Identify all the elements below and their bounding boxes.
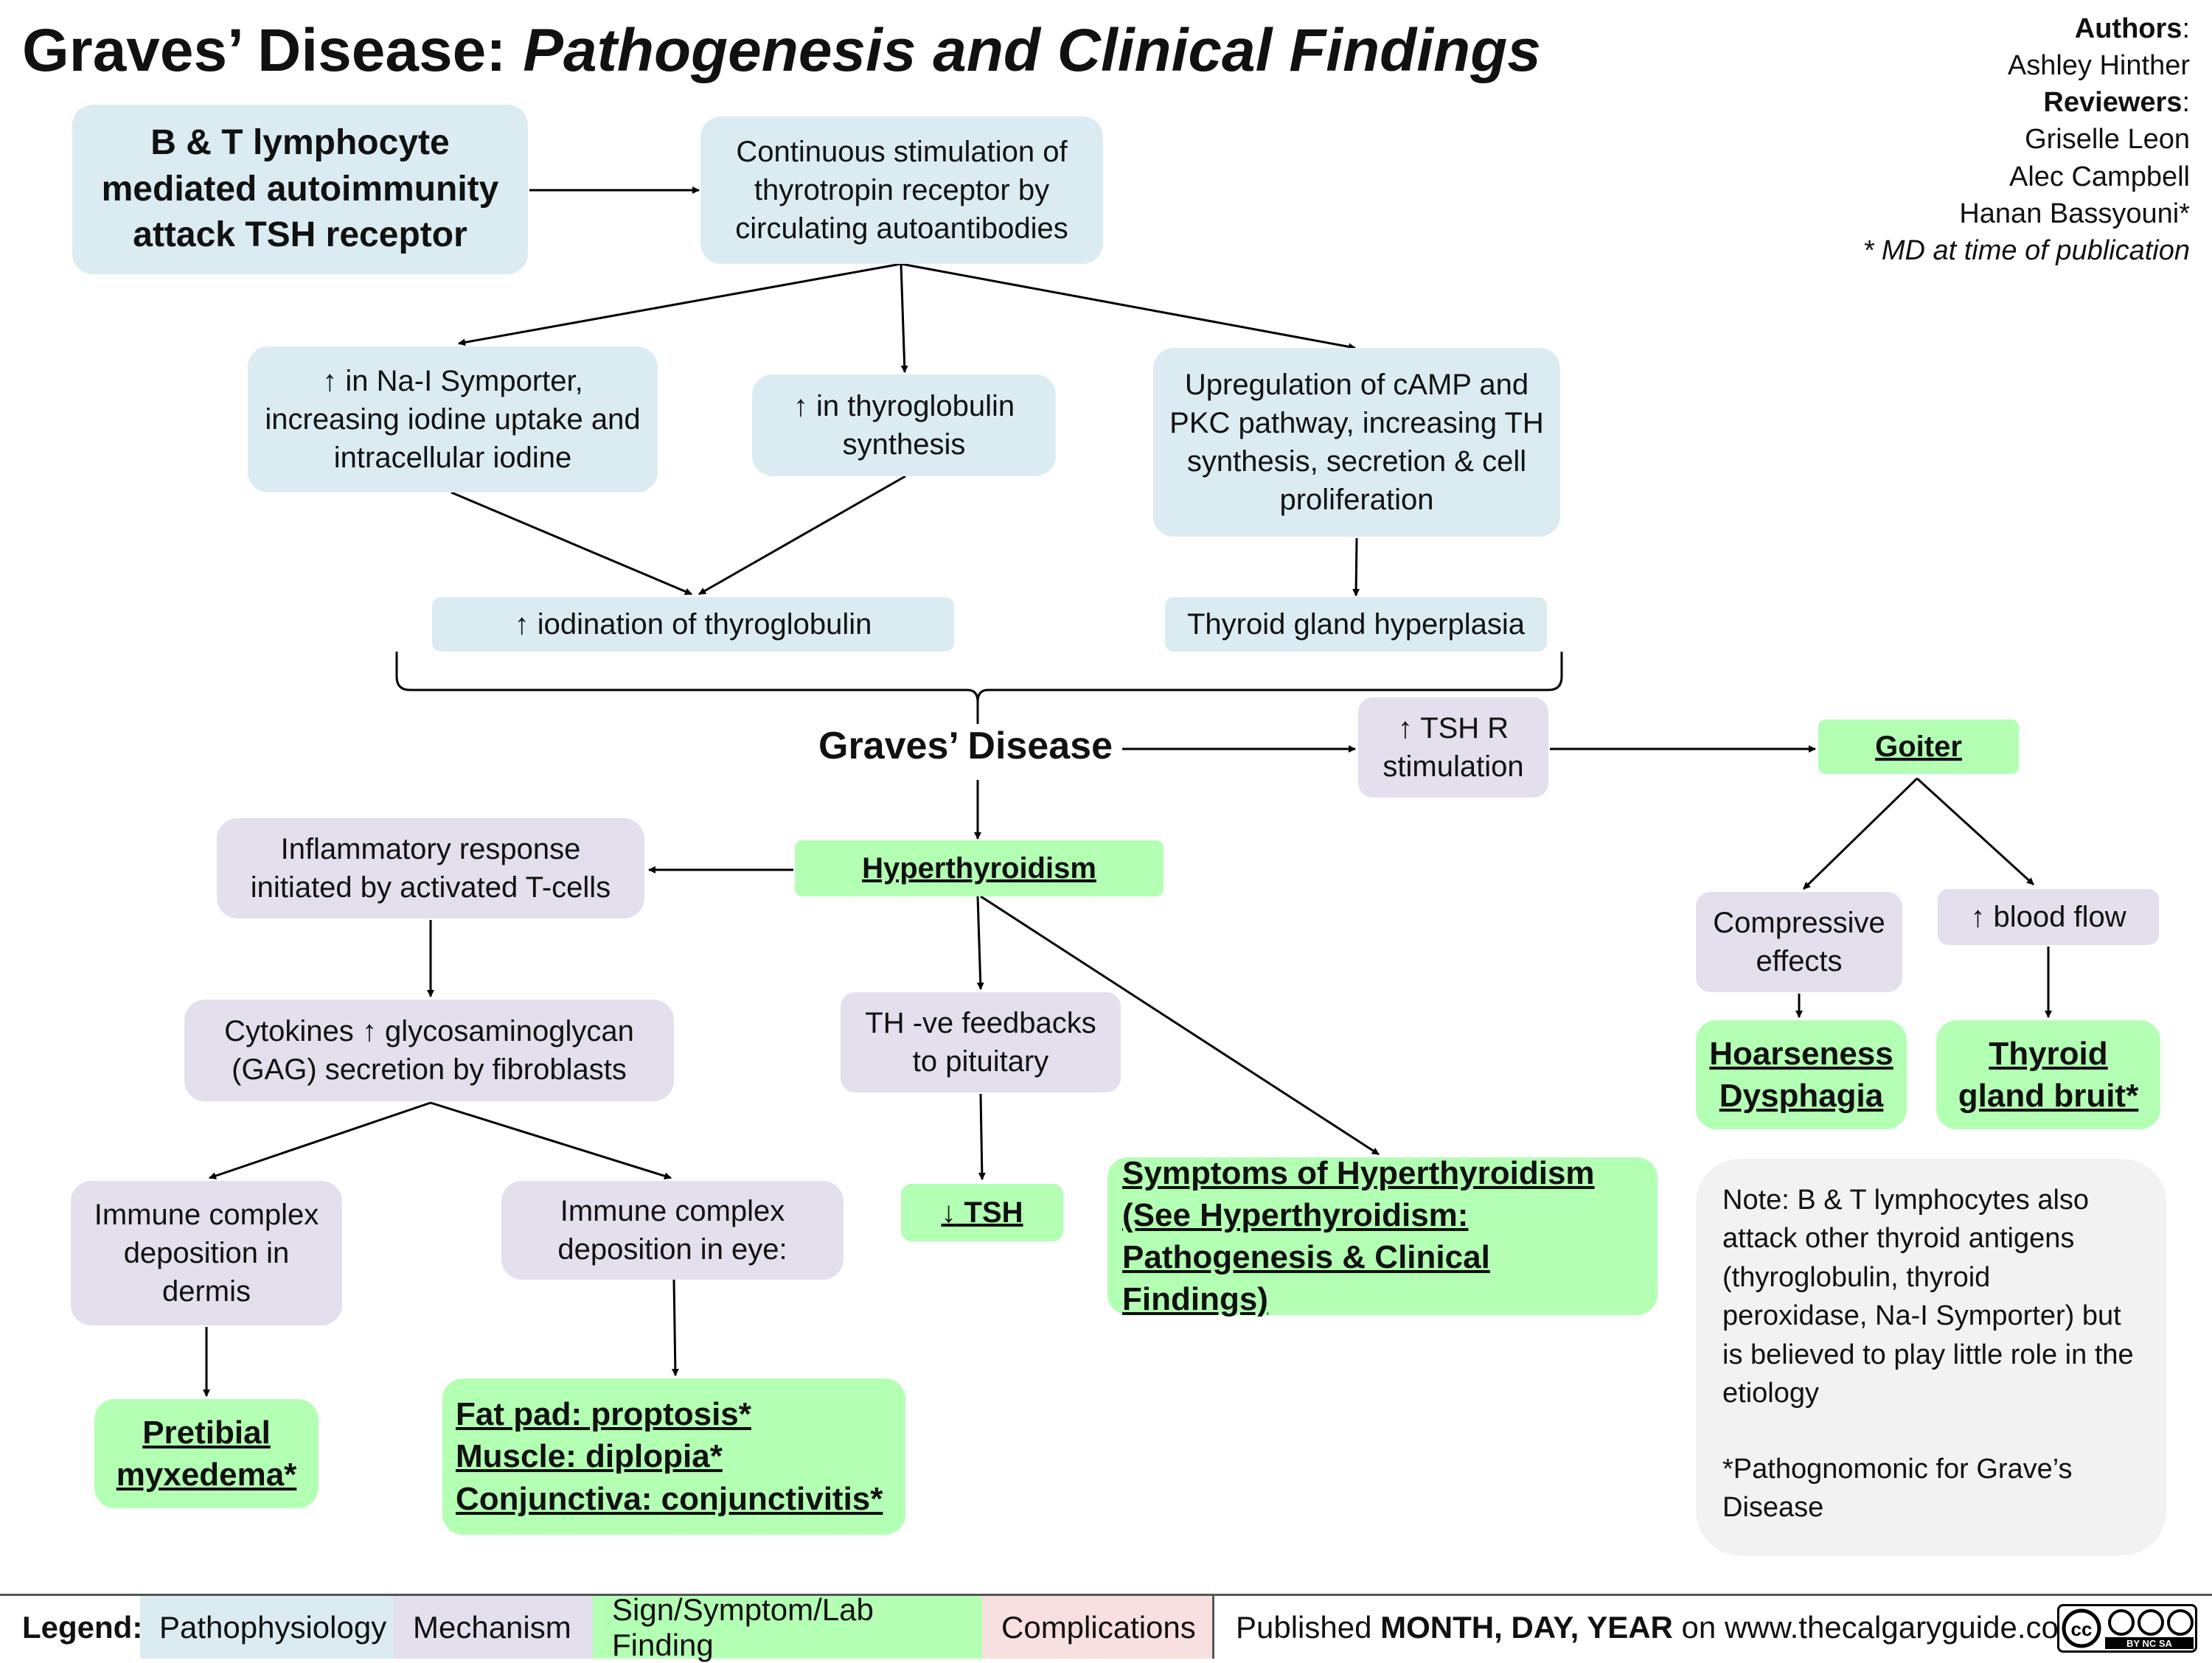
reviewer-name: Alec Campbell	[2009, 161, 2190, 192]
node-tsh-r-stimulation: ↑ TSH R stimulation	[1358, 697, 1548, 798]
legend-pathophysiology: Pathophysiology	[140, 1596, 394, 1659]
arrow-camp-to-hyperplasia	[1352, 537, 1360, 596]
node-blood-flow: ↑ blood flow	[1938, 889, 2159, 945]
brace-graves	[395, 652, 1563, 724]
authors-label: Authors	[2074, 13, 2183, 44]
reviewers-label: Reviewers	[2043, 87, 2183, 119]
published-date: MONTH, DAY, YEAR	[1380, 1609, 1673, 1645]
eye-finding-diplopia: Muscle: diplopia*	[456, 1438, 723, 1475]
node-cytokines-gag: Cytokines ↑ glycosaminoglycan (GAG) secr…	[184, 1000, 674, 1101]
arrow-to-na-i	[458, 262, 902, 346]
legend-sign-symptom: Sign/Symptom/Lab Finding	[593, 1592, 982, 1662]
legend-label: Legend:	[22, 1609, 143, 1645]
title-italic: Pathogenesis and Clinical Findings	[523, 17, 1541, 84]
page-title: Graves’ Disease: Pathogenesis and Clinic…	[22, 16, 1541, 86]
cc-by-nc-sa-icon: cc BY NC SA	[2057, 1604, 2197, 1653]
note-footnote: *Pathognomonic for Grave’s Disease	[1722, 1453, 2073, 1524]
arrow-to-blood-flow	[1916, 777, 2035, 886]
title-main: Graves’ Disease:	[22, 17, 524, 84]
dysphagia-label: Dysphagia	[1719, 1078, 1884, 1114]
arrow-to-eye-findings	[671, 1279, 679, 1376]
published-line: Published MONTH, DAY, YEAR on www.thecal…	[1217, 1596, 2084, 1659]
arrow-to-eye	[430, 1101, 672, 1180]
legend-bar	[0, 1594, 2212, 1659]
license-graphic: cc BY NC SA	[2062, 1608, 2194, 1649]
svg-text:cc: cc	[2071, 1618, 2093, 1640]
node-immune-eye: Immune complex deposition in eye:	[501, 1181, 844, 1280]
arrow-to-th-feedback	[976, 896, 984, 990]
node-pretibial-myxedema: Pretibial myxedema*	[94, 1399, 319, 1508]
arrow-to-compressive	[1802, 777, 1919, 890]
reviewer-name: Hanan Bassyouni*	[1959, 198, 2190, 229]
node-b-t-autoimmunity: B & T lymphocyte mediated autoimmunity a…	[72, 105, 528, 274]
node-compressive-effects: Compressive effects	[1696, 892, 1902, 992]
eye-finding-proptosis: Fat pad: proptosis*	[456, 1396, 751, 1433]
node-inflammatory-response: Inflammatory response initiated by activ…	[217, 818, 644, 918]
license-text: BY NC SA	[2126, 1638, 2172, 1649]
node-low-tsh: ↓ TSH	[901, 1184, 1063, 1241]
node-goiter: Goiter	[1818, 719, 2019, 774]
arrow-to-dermis	[209, 1101, 431, 1179]
note-box: Note: B & T lymphocytes also attack othe…	[1696, 1159, 2166, 1555]
node-symptoms-hyperthyroidism: Symptoms of Hyperthyroidism (See Hyperth…	[1107, 1155, 1658, 1317]
node-continuous-stimulation: Continuous stimulation of thyrotropin re…	[700, 116, 1103, 264]
arrow-thyroglobulin-to-iodination	[698, 475, 906, 596]
node-thyroglobulin-synthesis: ↑ in thyroglobulin synthesis	[752, 374, 1056, 476]
node-camp-pkc: Upregulation of cAMP and PKC pathway, in…	[1153, 348, 1560, 537]
hoarseness-label: Hoarseness	[1709, 1035, 1893, 1072]
arrow-to-thyroglobulin	[900, 263, 908, 373]
eye-finding-conjunctivitis: Conjunctiva: conjunctivitis*	[456, 1480, 883, 1517]
note-text: Note: B & T lymphocytes also attack othe…	[1722, 1185, 2134, 1409]
published-prefix: Published	[1236, 1609, 1381, 1645]
published-site: on www.thecalgaryguide.com	[1672, 1609, 2084, 1645]
author-name: Ashley Hinther	[2007, 50, 2190, 82]
legend-mechanism: Mechanism	[394, 1596, 593, 1659]
node-eye-findings: Fat pad: proptosis* Muscle: diplopia* Co…	[442, 1378, 905, 1535]
node-na-i-symporter: ↑ in Na-I Symporter, increasing iodine u…	[248, 346, 658, 492]
node-hyperthyroidism: Hyperthyroidism	[795, 840, 1164, 896]
node-immune-dermis: Immune complex deposition in dermis	[71, 1181, 342, 1325]
node-hyperplasia: Thyroid gland hyperplasia	[1165, 597, 1547, 652]
credits: Authors: Ashley Hinther Reviewers: Grise…	[1863, 10, 2190, 269]
node-th-feedback: TH -ve feedbacks to pituitary	[841, 992, 1121, 1092]
arrow-to-camp	[900, 262, 1356, 351]
arrow-na-i-to-iodination	[451, 491, 692, 596]
arrow-to-low-tsh	[978, 1093, 986, 1180]
node-iodination: ↑ iodination of thyroglobulin	[432, 597, 954, 652]
credits-footnote: * MD at time of publication	[1863, 234, 2190, 266]
node-graves-disease: Graves’ Disease	[818, 725, 1113, 767]
legend-complications: Complications	[982, 1596, 1212, 1659]
legend-divider	[1212, 1596, 1214, 1659]
node-hoarseness-dysphagia: Hoarseness Dysphagia	[1696, 1020, 1907, 1129]
arrow-to-symptoms	[980, 895, 1380, 1156]
node-thyroid-bruit: Thyroid gland bruit*	[1936, 1020, 2160, 1129]
reviewer-name: Griselle Leon	[2025, 124, 2190, 156]
